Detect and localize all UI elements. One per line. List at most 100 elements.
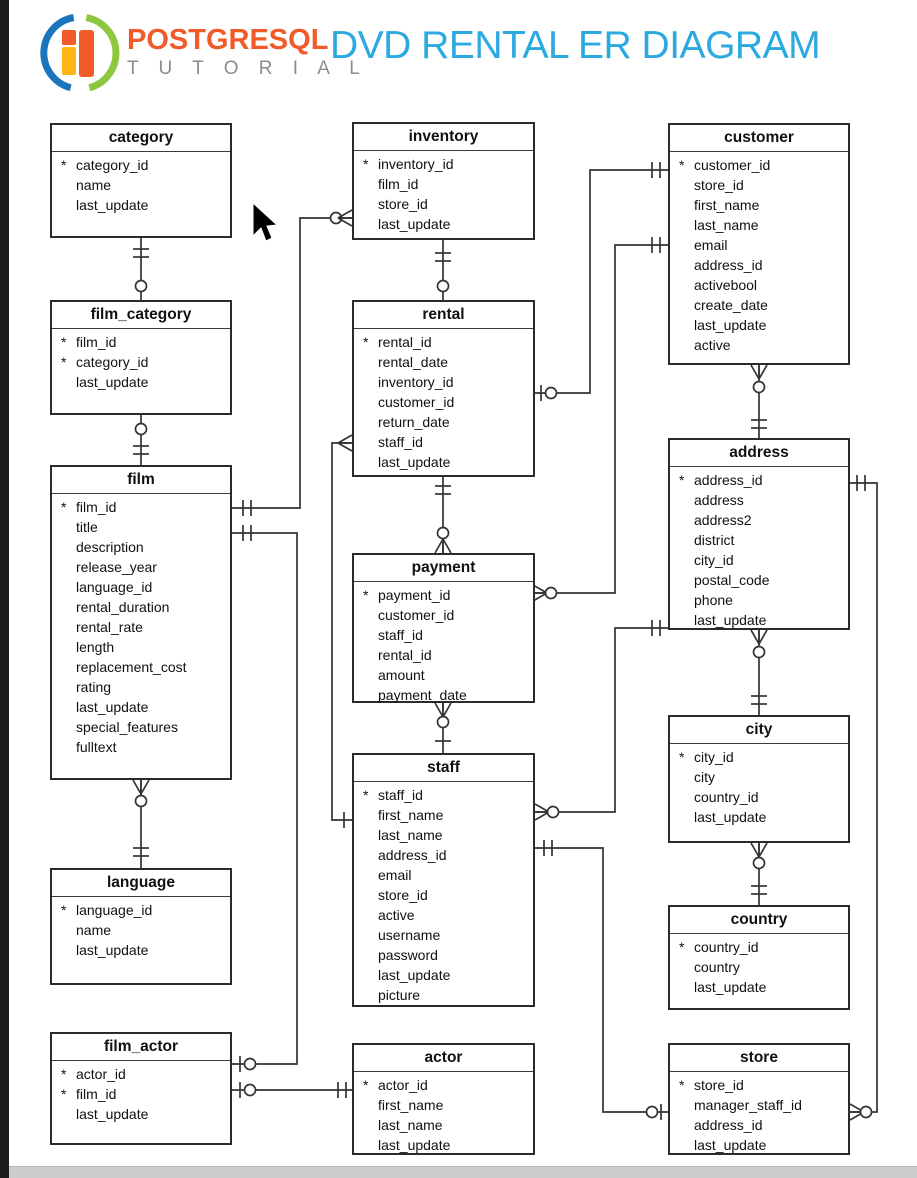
field-name: last_name <box>378 1117 443 1133</box>
field-row: inventory_id <box>354 372 533 392</box>
field-name: special_features <box>76 719 178 735</box>
primary-key-marker: * <box>679 749 685 765</box>
field-name: rental_duration <box>76 599 170 615</box>
field-name: address2 <box>694 512 752 528</box>
field-name: last_name <box>694 217 759 233</box>
field-row: phone <box>670 590 848 610</box>
brand-postgresql: POSTGRESQL <box>127 24 329 56</box>
field-row: store_id <box>354 194 533 214</box>
field-row: rental_duration <box>52 597 230 617</box>
field-name: last_update <box>76 699 149 715</box>
window-bottom-bar <box>9 1166 917 1178</box>
logo-green-arc <box>85 14 120 92</box>
field-row: last_update <box>670 1135 848 1155</box>
field-row: last_update <box>52 372 230 392</box>
table-title: customer <box>670 125 848 152</box>
field-name: replacement_cost <box>76 659 187 675</box>
table-title: film <box>52 467 230 494</box>
field-row: * film_id <box>52 497 230 517</box>
field-name: last_update <box>694 612 767 628</box>
field-row: release_year <box>52 557 230 577</box>
primary-key-marker: * <box>61 354 67 370</box>
field-row: last_update <box>354 452 533 472</box>
field-name: last_update <box>76 1106 149 1122</box>
field-name: category_id <box>76 157 149 173</box>
field-row: password <box>354 945 533 965</box>
table-title: actor <box>354 1045 533 1072</box>
field-name: phone <box>694 592 733 608</box>
edge-staff-store <box>535 847 668 1113</box>
field-row: last_update <box>52 1104 230 1124</box>
field-name: staff_id <box>378 434 423 450</box>
field-row: * staff_id <box>354 785 533 805</box>
field-name: address_id <box>378 847 447 863</box>
field-row: country <box>670 957 848 977</box>
field-row: replacement_cost <box>52 657 230 677</box>
field-row: rental_id <box>354 645 533 665</box>
field-name: film_id <box>76 499 117 515</box>
table-title: staff <box>354 755 533 782</box>
field-row: first_name <box>354 805 533 825</box>
field-row: *customer_id <box>670 155 848 175</box>
field-row: rental_date <box>354 352 533 372</box>
field-name: rental_id <box>378 647 432 663</box>
field-row: customer_id <box>354 605 533 625</box>
field-name: description <box>76 539 144 555</box>
field-row: staff_id <box>354 625 533 645</box>
field-name: last_update <box>76 197 149 213</box>
field-name: name <box>76 922 112 938</box>
field-row: rental_rate <box>52 617 230 637</box>
field-name: staff_id <box>378 787 423 803</box>
field-name: language_id <box>76 579 153 595</box>
field-name: address_id <box>694 472 763 488</box>
field-row: last_update <box>670 977 848 997</box>
brand-tutorial: T U T O R I A L <box>127 58 368 79</box>
field-name: email <box>378 867 412 883</box>
field-row: film_id <box>354 174 533 194</box>
field-name: rental_id <box>378 334 432 350</box>
field-name: title <box>76 519 98 535</box>
field-name: payment_id <box>378 587 451 603</box>
table-title: payment <box>354 555 533 582</box>
field-name: country_id <box>694 939 759 955</box>
field-name: inventory_id <box>378 374 454 390</box>
page-title: DVD RENTAL ER DIAGRAM <box>330 24 821 67</box>
field-row: active <box>670 335 848 355</box>
field-row: rating <box>52 677 230 697</box>
primary-key-marker: * <box>61 902 67 918</box>
field-name: store_id <box>378 887 428 903</box>
brand-text: POSTGRESQL T U T O R I A L <box>127 26 367 81</box>
field-row: postal_code <box>670 570 848 590</box>
field-row: fulltext <box>52 737 230 757</box>
field-row: last_update <box>354 214 533 234</box>
field-name: last_update <box>694 317 767 333</box>
edge-film-film_actor <box>232 532 298 1065</box>
field-name: email <box>694 237 728 253</box>
field-row: return_date <box>354 412 533 432</box>
primary-key-marker: * <box>363 787 369 803</box>
field-name: last_update <box>76 374 149 390</box>
field-name: film_id <box>76 334 117 350</box>
field-row: length <box>52 637 230 657</box>
field-name: film_id <box>76 1086 117 1102</box>
primary-key-marker: * <box>61 499 67 515</box>
primary-key-marker: * <box>679 939 685 955</box>
field-name: first_name <box>378 1097 444 1113</box>
field-row: *actor_id <box>354 1075 533 1095</box>
field-name: store_id <box>378 196 428 212</box>
field-row: address_id <box>354 845 533 865</box>
edge-film-inventory <box>232 217 352 509</box>
field-row: email <box>670 235 848 255</box>
field-name: username <box>378 927 441 943</box>
field-row: *category_id <box>52 155 230 175</box>
